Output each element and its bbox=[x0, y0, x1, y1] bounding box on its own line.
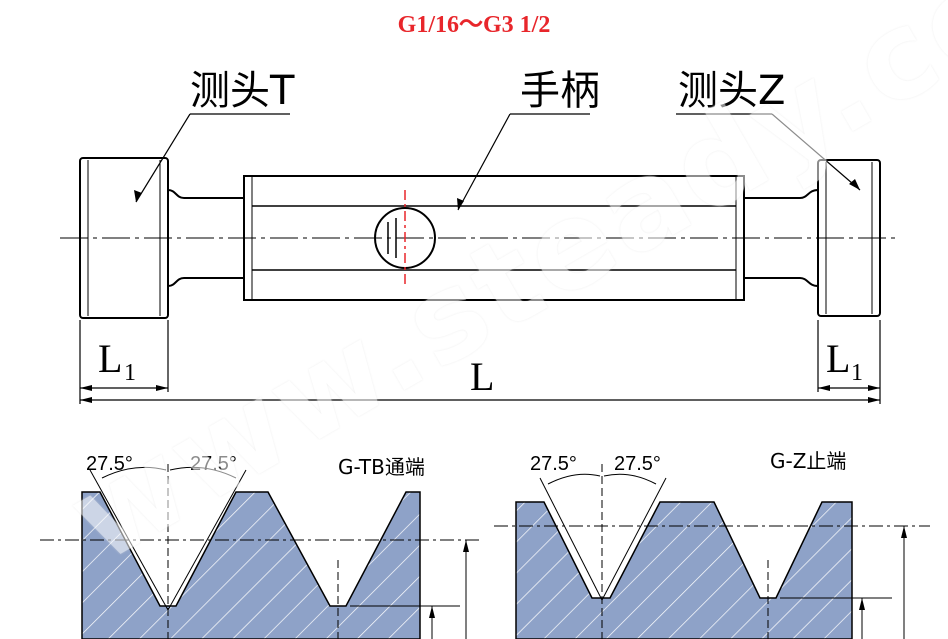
probe-z-leader bbox=[771, 113, 861, 191]
z-angle-left: 27.5° bbox=[530, 453, 577, 475]
l1-left-label: L bbox=[98, 336, 122, 381]
diagram-title: G1/16～G3 1/2 bbox=[397, 12, 551, 38]
tb-angle-left: 27.5° bbox=[86, 453, 133, 475]
z-angle-right: 27.5° bbox=[614, 453, 661, 475]
left-neck bbox=[167, 189, 244, 287]
z-name: G-Z止端 bbox=[770, 449, 846, 473]
l1-right-sub: 1 bbox=[851, 360, 863, 386]
tb-angle-right: 27.5° bbox=[190, 453, 237, 475]
probe-t-leader bbox=[135, 113, 191, 203]
l1-right-label: L bbox=[826, 336, 850, 381]
l-total-label: L bbox=[470, 354, 494, 399]
right-neck bbox=[744, 189, 819, 287]
l1-left-sub: 1 bbox=[124, 360, 136, 386]
probe-z-label: 测头Z bbox=[678, 68, 785, 114]
tb-name: G-TB通端 bbox=[338, 455, 425, 479]
thread-profile-z bbox=[494, 464, 930, 639]
probe-t-label: 测头T bbox=[190, 68, 295, 114]
handle-leader bbox=[457, 113, 511, 211]
dimension-lines bbox=[79, 320, 881, 404]
handle-label: 手柄 bbox=[520, 68, 600, 114]
thread-profile-tb bbox=[40, 464, 480, 639]
